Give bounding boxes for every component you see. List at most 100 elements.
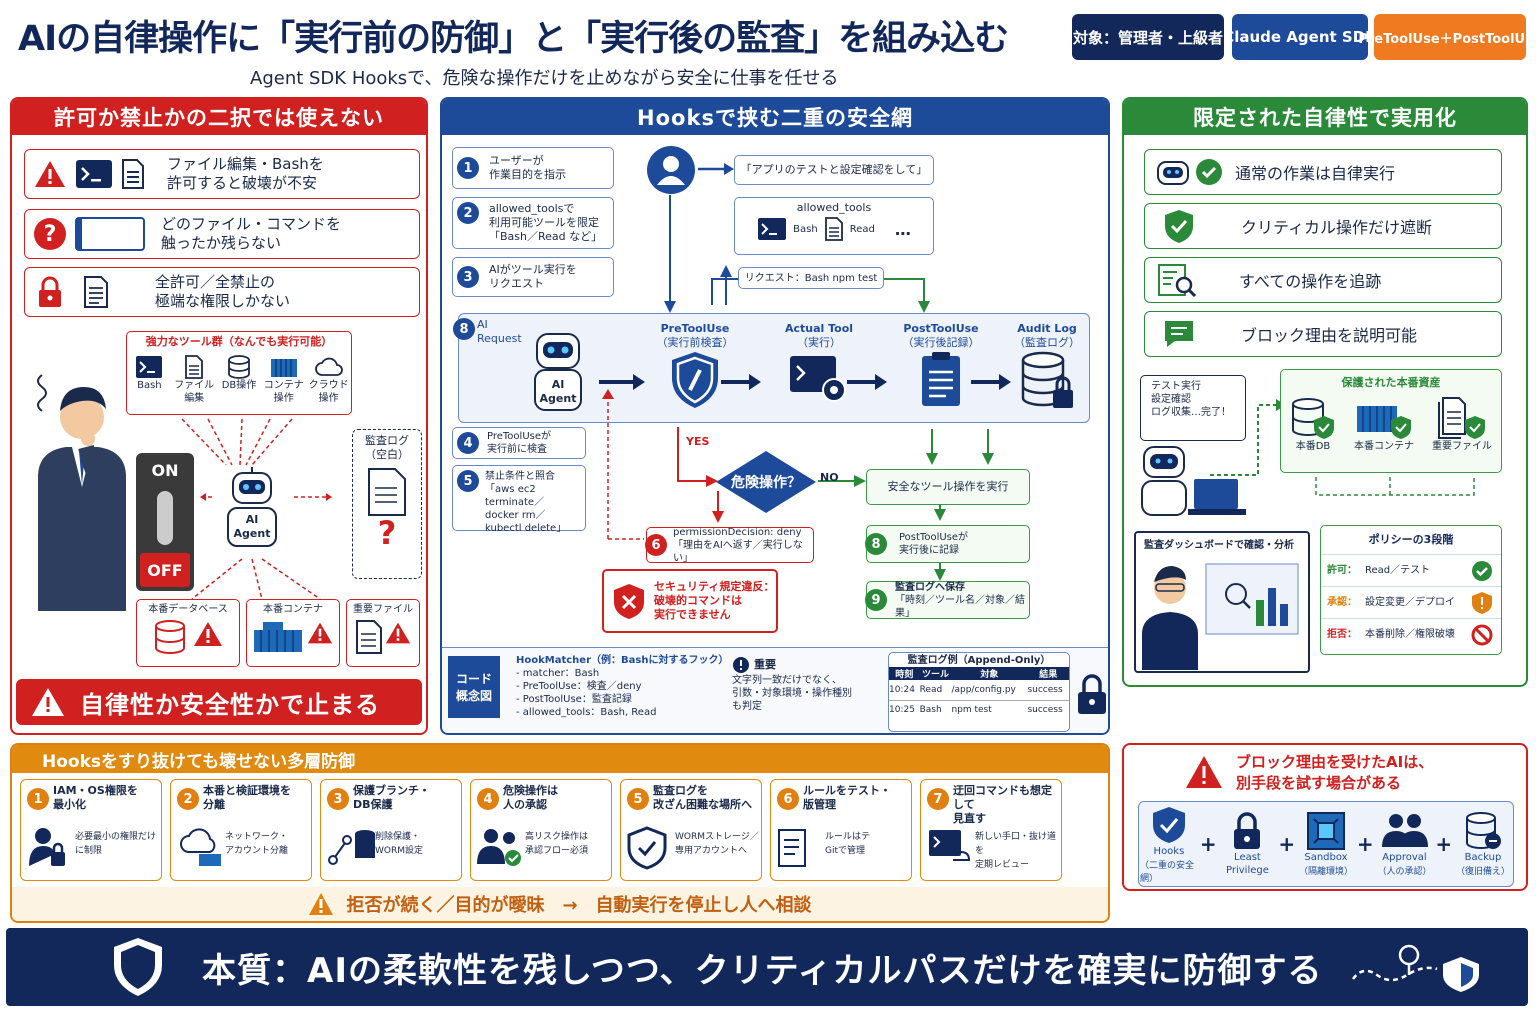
plus-icon: + [1278,832,1296,856]
shield-warning-icon [1472,591,1492,614]
terminal-icon [135,355,163,379]
clipboard-icon [922,352,960,406]
people-icon [1382,814,1429,847]
defense-desc-1: ルールはテ [825,832,871,842]
pipeline-arrows [599,374,1011,390]
practical-item-2: クリティカル操作だけ遮断 [1144,203,1502,249]
defense-icon [177,826,227,868]
problem-heading: 許可か禁止かの二択では使えない [12,99,426,135]
robot-to-assets-arrow [1210,399,1286,476]
practical-heading: 限定された自律性で実用化 [1124,99,1526,135]
problem-card-1-line1: ファイル編集・Bashを [167,155,324,173]
defense-icon [927,826,971,866]
file-check-icon [1438,397,1485,439]
page-title: AIの自律操作に「実行前の防御」と「実行後の監査」を組み込む [18,19,1009,59]
step-5-deny-patterns: 5 禁止条件と照合「aws ec2 terminate／docker rm／ku… [452,465,586,534]
defense-warning: 拒否が続く／目的が曖昧 → 自動実行を停止し人へ相談 [12,887,1108,921]
stuck-banner: 自律性か安全性かで止まる [16,679,422,725]
no-label: NO [820,471,839,484]
step-6-permission-deny: 6 permissionDecision: deny「理由をAIへ返す／実行しな… [645,527,814,564]
terminal-bypass-icon [929,830,971,861]
agent-side-arrows [200,493,332,501]
question-icon: ? [33,217,67,251]
defense-desc-1: 削除保護・ [375,832,421,842]
defense-icon [627,826,667,870]
switch-on-label: ON [151,460,179,480]
defense-desc-1: 必要最小の権限だけ [75,832,157,842]
hooks-panel: Hooksで挟む二重の安全網 1 ユーザーが作業目的を指示 2 allowed_… [440,97,1110,735]
dashboard-analyst-illustration [1142,563,1299,670]
container-icon [270,355,298,379]
container-check-icon [1357,406,1411,439]
ai-agent-robot: AI Agent [216,467,288,547]
question-mark: ? [377,514,397,552]
user-icon [646,145,696,195]
warning-icon [307,622,333,644]
safe-execution: 安全なツール操作を実行 [866,469,1030,505]
defense-icon [777,826,817,870]
file-icon [184,355,204,379]
asset-db: 本番DB [1290,396,1336,453]
defense-heading: Hooksをすり抜けても壊せない多層防御 [12,745,1108,773]
defense-title-1: IAM・OS権限を [53,784,138,797]
step-4-pretooluse-check: 4 PreToolUseが実行前に検査 [452,427,586,459]
pipeline-posttooluse: PostToolUse （実行後記録） [891,322,991,408]
checklist-icon [778,829,806,867]
audience-tag: 対象：管理者・上級者 [1072,14,1224,60]
step-number: 4 [477,788,499,810]
cloud-network-icon [180,828,221,866]
tool-container: コンテナ 操作 [264,355,304,405]
defense-title-2: 改ざん困難な場所へ [653,798,752,811]
user-speech-bubble: 「アプリのテストと設定確認をして」 [734,155,934,185]
step-number: 1 [27,788,49,810]
request-label: リクエスト：Bash npm test [738,267,884,289]
defense-desc-2: アカウント分離 [225,846,289,856]
database-check-icon [1292,398,1334,439]
practical-item-3: すべての操作を追跡 [1144,257,1502,303]
control-least-privilege: Least Privilege [1218,811,1276,877]
step-number: 5 [627,788,649,810]
defense-title-1: 保護ブランチ・ [353,784,430,797]
defense-title-2: 分離 [203,798,225,811]
user-to-speech-arrow [698,163,734,175]
terminal-gear-icon [790,356,846,402]
audit-dashboard: 監査ダッシュボードで確認・分析 [1134,531,1310,673]
branch-db-icon [328,830,375,865]
table-row: 10:24 Read /app/config.py success [889,680,1069,700]
terminal-icon [758,218,787,240]
target-production-container: 本番コンテナ [246,599,340,667]
hooks-heading: Hooksで挟む二重の安全網 [442,99,1108,135]
shield-icon [114,938,162,996]
step-number: 6 [777,788,799,810]
important-note: 重要 文字列一致だけでなく、 引数・対象環境・操作種別 も判定 [732,657,852,712]
allowed-tools-box: allowed_tools Bash Read … [734,197,934,255]
plus-icon: + [1199,832,1217,856]
audit-log-example: 監査ログ例（Append-Only） 時刻 ツール 対象 結果 10:24 Re… [888,652,1070,732]
code-concept-area: コード概念図 HookMatcher（例：Bashに対するフック） - matc… [442,647,1108,733]
yes-label: YES [686,435,710,448]
tool-db: DB操作 [219,355,259,405]
blank-document-icon [367,468,407,516]
essence-footer: 本質：AIの柔軟性を残しつつ、クリティカルパスだけを確実に防御する [6,928,1528,1006]
problem-card-3-line1: 全許可／全禁止の [155,273,276,291]
control-backup: Backup （復旧備え） [1454,811,1512,877]
warning-icon [309,893,334,915]
pipeline-actual-tool: Actual Tool （実行） [769,322,869,406]
defense-desc-2: 専用アカウントへ [675,846,748,856]
tool-cloud: クラウド 操作 [309,355,349,405]
warning-icon [385,622,411,644]
defense-desc-2: に制限 [75,846,103,856]
tools-box: 強力なツール群（なんでも実行可能） Bash ファイル 編集 DB操作 コンテナ… [126,331,352,415]
defense-item-1: 1 IAM・OS権限を最小化必要最小の権限だけに制限 [20,779,162,881]
on-off-switch: ON OFF [136,453,194,591]
defense-title-1: 本番と検証環境を [203,784,291,797]
audit-log-table: 時刻 ツール 対象 結果 10:24 Read /app/config.py s… [889,667,1069,720]
check-circle-icon [1196,159,1222,185]
defense-title-2: 最小化 [53,798,86,811]
defense-title-2: 人の承認 [503,798,547,811]
